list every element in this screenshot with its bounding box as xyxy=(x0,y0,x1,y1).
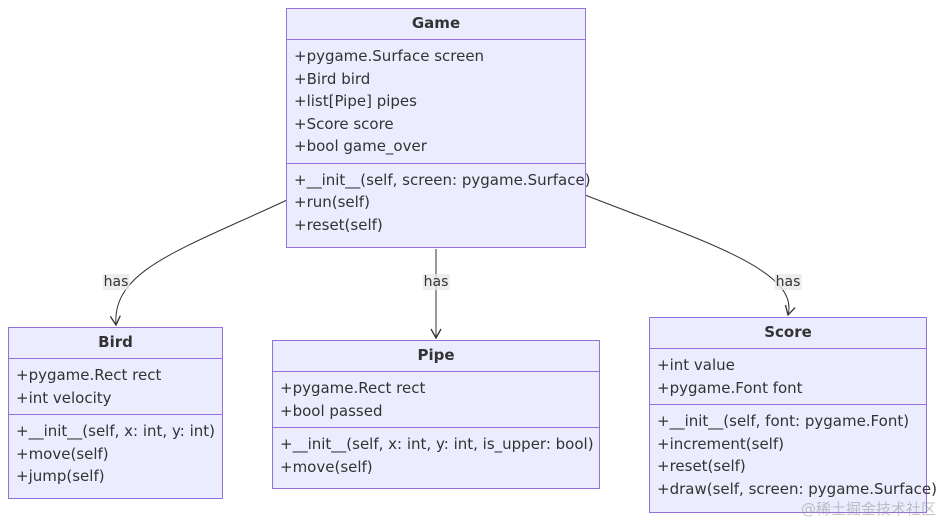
class-title: Score xyxy=(650,318,926,349)
attributes-section: +pygame.Rect rect +int velocity xyxy=(9,359,222,415)
attributes-section: +pygame.Surface screen +Bird bird +list[… xyxy=(287,40,585,164)
method: +reset(self) xyxy=(657,457,746,475)
method: +__init__(self, font: pygame.Font) xyxy=(657,412,910,430)
edge-label-game-pipe: has xyxy=(422,274,450,290)
attribute: +bool passed xyxy=(280,401,383,420)
attributes-section: +int value +pygame.Font font xyxy=(650,349,926,405)
attribute: +bool game_over xyxy=(294,137,427,155)
attribute: +Score score xyxy=(294,114,394,133)
class-game[interactable]: Game +pygame.Surface screen +Bird bird +… xyxy=(286,8,591,248)
method: +move(self) xyxy=(16,444,109,463)
methods-section: +__init__(self, x: int, y: int) +move(se… xyxy=(9,415,222,493)
edge-game-bird xyxy=(109,199,288,327)
attribute: +int velocity xyxy=(16,388,112,407)
attribute: +pygame.Rect rect xyxy=(280,379,426,397)
attribute: +int value xyxy=(657,356,735,374)
attribute: +list[Pipe] pipes xyxy=(294,92,417,110)
method: +__init__(self, x: int, y: int) xyxy=(16,422,215,440)
edge-label-game-score: has xyxy=(774,274,802,290)
method: +reset(self) xyxy=(294,215,383,234)
method: +increment(self) xyxy=(657,434,784,453)
method: +__init__(self, x: int, y: int, is_upper… xyxy=(280,435,594,453)
class-score[interactable]: Score +int value +pygame.Font font +__in… xyxy=(649,317,937,513)
method: +run(self) xyxy=(294,193,370,211)
class-bird[interactable]: Bird +pygame.Rect rect +int velocity +__… xyxy=(8,327,223,499)
method: +draw(self, screen: pygame.Surface) xyxy=(657,479,937,498)
attribute: +pygame.Surface screen xyxy=(294,47,485,65)
method: +__init__(self, screen: pygame.Surface) xyxy=(294,170,591,189)
watermark: @稀土掘金技术社区 xyxy=(800,500,936,518)
attribute: +Bird bird xyxy=(294,69,371,88)
method: +move(self) xyxy=(280,457,373,476)
methods-section: +__init__(self, screen: pygame.Surface) … xyxy=(287,164,591,242)
class-title: Pipe xyxy=(273,341,599,372)
attributes-section: +pygame.Rect rect +bool passed xyxy=(273,372,599,428)
method: +jump(self) xyxy=(16,467,105,485)
class-pipe[interactable]: Pipe +pygame.Rect rect +bool passed +__i… xyxy=(272,340,600,489)
methods-section: +__init__(self, font: pygame.Font) +incr… xyxy=(650,405,937,505)
attribute: +pygame.Rect rect xyxy=(16,366,162,384)
class-title: Bird xyxy=(9,328,222,359)
edge-label-game-bird: has xyxy=(102,274,130,290)
class-title: Game xyxy=(287,9,585,40)
attribute: +pygame.Font font xyxy=(657,378,803,397)
edge-game-score xyxy=(584,194,796,317)
methods-section: +__init__(self, x: int, y: int, is_upper… xyxy=(273,428,599,483)
